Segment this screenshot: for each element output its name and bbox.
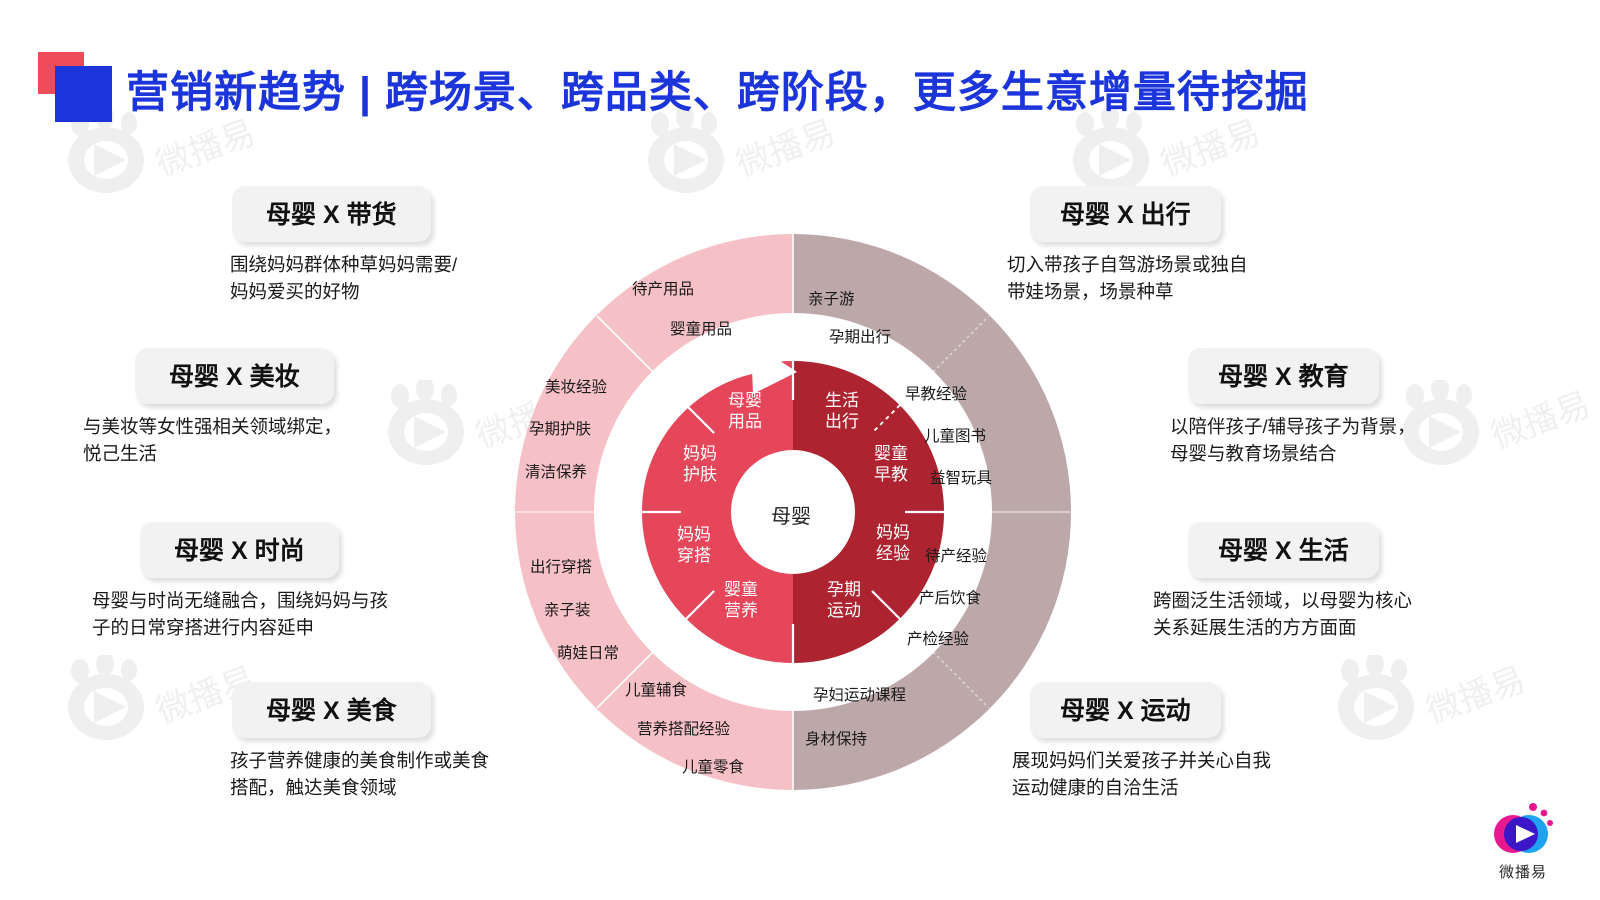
wheel-hub-label: 母婴 — [771, 506, 811, 528]
inner-segment-label: 妈妈 经验 — [861, 522, 925, 564]
inner-segment-line2: 出行 — [825, 412, 859, 431]
svg-text:微播易: 微播易 — [1421, 660, 1530, 731]
outer-label: 营养搭配经验 — [637, 721, 731, 738]
card-muying-chuxing[interactable]: 母婴 X 出行 切入带孩子自驾游场景或独自 带娃场景，场景种草 — [1007, 186, 1360, 305]
card-description: 母婴与时尚无缝融合，围绕妈妈与孩 子的日常穿搭进行内容延申 — [92, 590, 389, 638]
inner-segment-line1: 生活 — [825, 391, 859, 410]
outer-label: 待产经验 — [925, 548, 988, 565]
outer-label: 待产用品 — [632, 281, 695, 298]
inner-segment-line1: 妈妈 — [677, 525, 711, 544]
card-description: 围绕妈妈群体种草妈妈需要/ 妈妈爱买的好物 — [230, 254, 458, 302]
inner-ring-dashed-divider — [871, 404, 901, 434]
outer-label: 清洁保养 — [525, 464, 588, 481]
inner-segment-line2: 运动 — [827, 601, 861, 620]
inner-segment-line1: 婴童 — [874, 444, 908, 463]
outer-label: 亲子游 — [808, 291, 855, 308]
inner-ring-dividers — [642, 361, 944, 663]
card-title[interactable]: 母婴 X 运动 — [1030, 682, 1221, 738]
outer-label: 美妆经验 — [545, 379, 608, 396]
outer-label: 孕期出行 — [829, 329, 892, 346]
inner-segment-label: 婴童 早教 — [859, 443, 923, 485]
outer-label: 产检经验 — [907, 631, 970, 648]
card-title[interactable]: 母婴 X 美食 — [232, 682, 431, 738]
inner-ring — [642, 361, 944, 663]
inner-segment-label: 孕期 运动 — [812, 579, 876, 621]
card-muying-shenghuo[interactable]: 母婴 X 生活 跨圈泛生活领域，以母婴为核心 关系延展生活的方方面面 — [1153, 522, 1518, 641]
inner-segment-line1: 妈妈 — [683, 444, 717, 463]
inner-segment-label: 婴童 营养 — [709, 579, 773, 621]
card-title[interactable]: 母婴 X 教育 — [1188, 348, 1379, 404]
card-title[interactable]: 母婴 X 出行 — [1030, 186, 1221, 242]
card-muying-meishi[interactable]: 母婴 X 美食 孩子营养健康的美食制作或美食 搭配，触达美食领域 — [230, 682, 562, 801]
outer-label: 早教经验 — [905, 386, 968, 403]
outer-label: 儿童图书 — [924, 428, 987, 445]
inner-segment-line2: 早教 — [874, 465, 908, 484]
card-title[interactable]: 母婴 X 生活 — [1188, 522, 1379, 578]
outer-label: 益智玩具 — [930, 470, 993, 487]
inner-segment-label: 母婴 用品 — [713, 390, 777, 432]
card-description: 跨圈泛生活领域，以母婴为核心 关系延展生活的方方面面 — [1153, 590, 1413, 638]
outer-label: 产后饮食 — [919, 590, 982, 607]
page-title: 营销新趋势 | 跨场景、跨品类、跨阶段，更多生意增量待挖掘 — [126, 69, 1309, 117]
card-title[interactable]: 母婴 X 带货 — [232, 186, 431, 242]
outer-label: 婴童用品 — [670, 321, 733, 338]
inner-segment-line1: 母婴 — [728, 391, 762, 410]
card-muying-shishang[interactable]: 母婴 X 时尚 母婴与时尚无缝融合，围绕妈妈与孩 子的日常穿搭进行内容延申 — [92, 522, 490, 641]
white-separator-ring — [594, 313, 992, 711]
wheel-hub — [731, 450, 855, 574]
card-description: 切入带孩子自驾游场景或独自 带娃场景，场景种草 — [1007, 254, 1248, 302]
outer-label: 亲子装 — [544, 602, 591, 619]
outer-label: 儿童辅食 — [625, 682, 688, 699]
card-muying-jiaoyu[interactable]: 母婴 X 教育 以陪伴孩子/辅导孩子为背景， 母婴与教育场景结合 — [1170, 348, 1518, 467]
card-description: 与美妆等女性强相关领域绑定， 悦己生活 — [83, 416, 343, 464]
card-title[interactable]: 母婴 X 美妆 — [135, 348, 334, 404]
inner-segment-label: 妈妈 护肤 — [668, 443, 732, 485]
outer-label: 出行穿搭 — [530, 559, 593, 576]
card-description: 以陪伴孩子/辅导孩子为背景， 母婴与教育场景结合 — [1170, 416, 1416, 464]
inner-segment-line1: 妈妈 — [876, 523, 910, 542]
inner-segment-label: 妈妈 穿搭 — [662, 524, 726, 566]
card-muying-yundong[interactable]: 母婴 X 运动 展现妈妈们关爱孩子并关心自我 运动健康的自洽生活 — [1012, 682, 1360, 801]
brand-name: 微播易 — [1498, 864, 1547, 881]
inner-segment-line2: 穿搭 — [677, 546, 711, 565]
inner-segment-line2: 经验 — [876, 544, 910, 563]
card-description: 展现妈妈们关爱孩子并关心自我 运动健康的自洽生活 — [1012, 750, 1272, 798]
inner-segment-line2: 护肤 — [683, 465, 717, 484]
card-muying-daihuo[interactable]: 母婴 X 带货 围绕妈妈群体种草妈妈需要/ 妈妈爱买的好物 — [230, 186, 552, 305]
outer-label: 儿童零食 — [682, 759, 745, 776]
card-description: 孩子营养健康的美食制作或美食 搭配，触达美食领域 — [230, 750, 490, 798]
card-title[interactable]: 母婴 X 时尚 — [140, 522, 339, 578]
inner-segment-label: 生活 出行 — [810, 390, 874, 432]
slide-header: 营销新趋势 | 跨场景、跨品类、跨阶段，更多生意增量待挖掘 — [0, 0, 1600, 150]
concentric-wheel-diagram: 待产用品 婴童用品 美妆经验 孕期护肤 清洁保养 出行穿搭 亲子装 萌娃日常 儿… — [515, 234, 1071, 790]
play-button-icon — [1491, 800, 1555, 858]
brand-logo: 微播易 — [1468, 800, 1578, 886]
outer-label: 身材保持 — [805, 731, 868, 748]
header-blue-square-icon — [55, 66, 112, 122]
clockwise-arrow-icon — [629, 342, 797, 610]
inner-ring-divider-extra — [871, 590, 901, 620]
inner-segment-line1: 孕期 — [827, 580, 861, 599]
card-muying-meizhuang[interactable]: 母婴 X 美妆 与美妆等女性强相关领域绑定， 悦己生活 — [83, 348, 465, 467]
inner-segment-line2: 营养 — [724, 601, 758, 620]
outer-label: 孕妇运动课程 — [813, 687, 907, 704]
inner-segment-line1: 婴童 — [724, 580, 758, 599]
outer-label: 孕期护肤 — [529, 421, 592, 438]
outer-label: 萌娃日常 — [557, 645, 620, 662]
inner-segment-line2: 用品 — [728, 412, 762, 431]
